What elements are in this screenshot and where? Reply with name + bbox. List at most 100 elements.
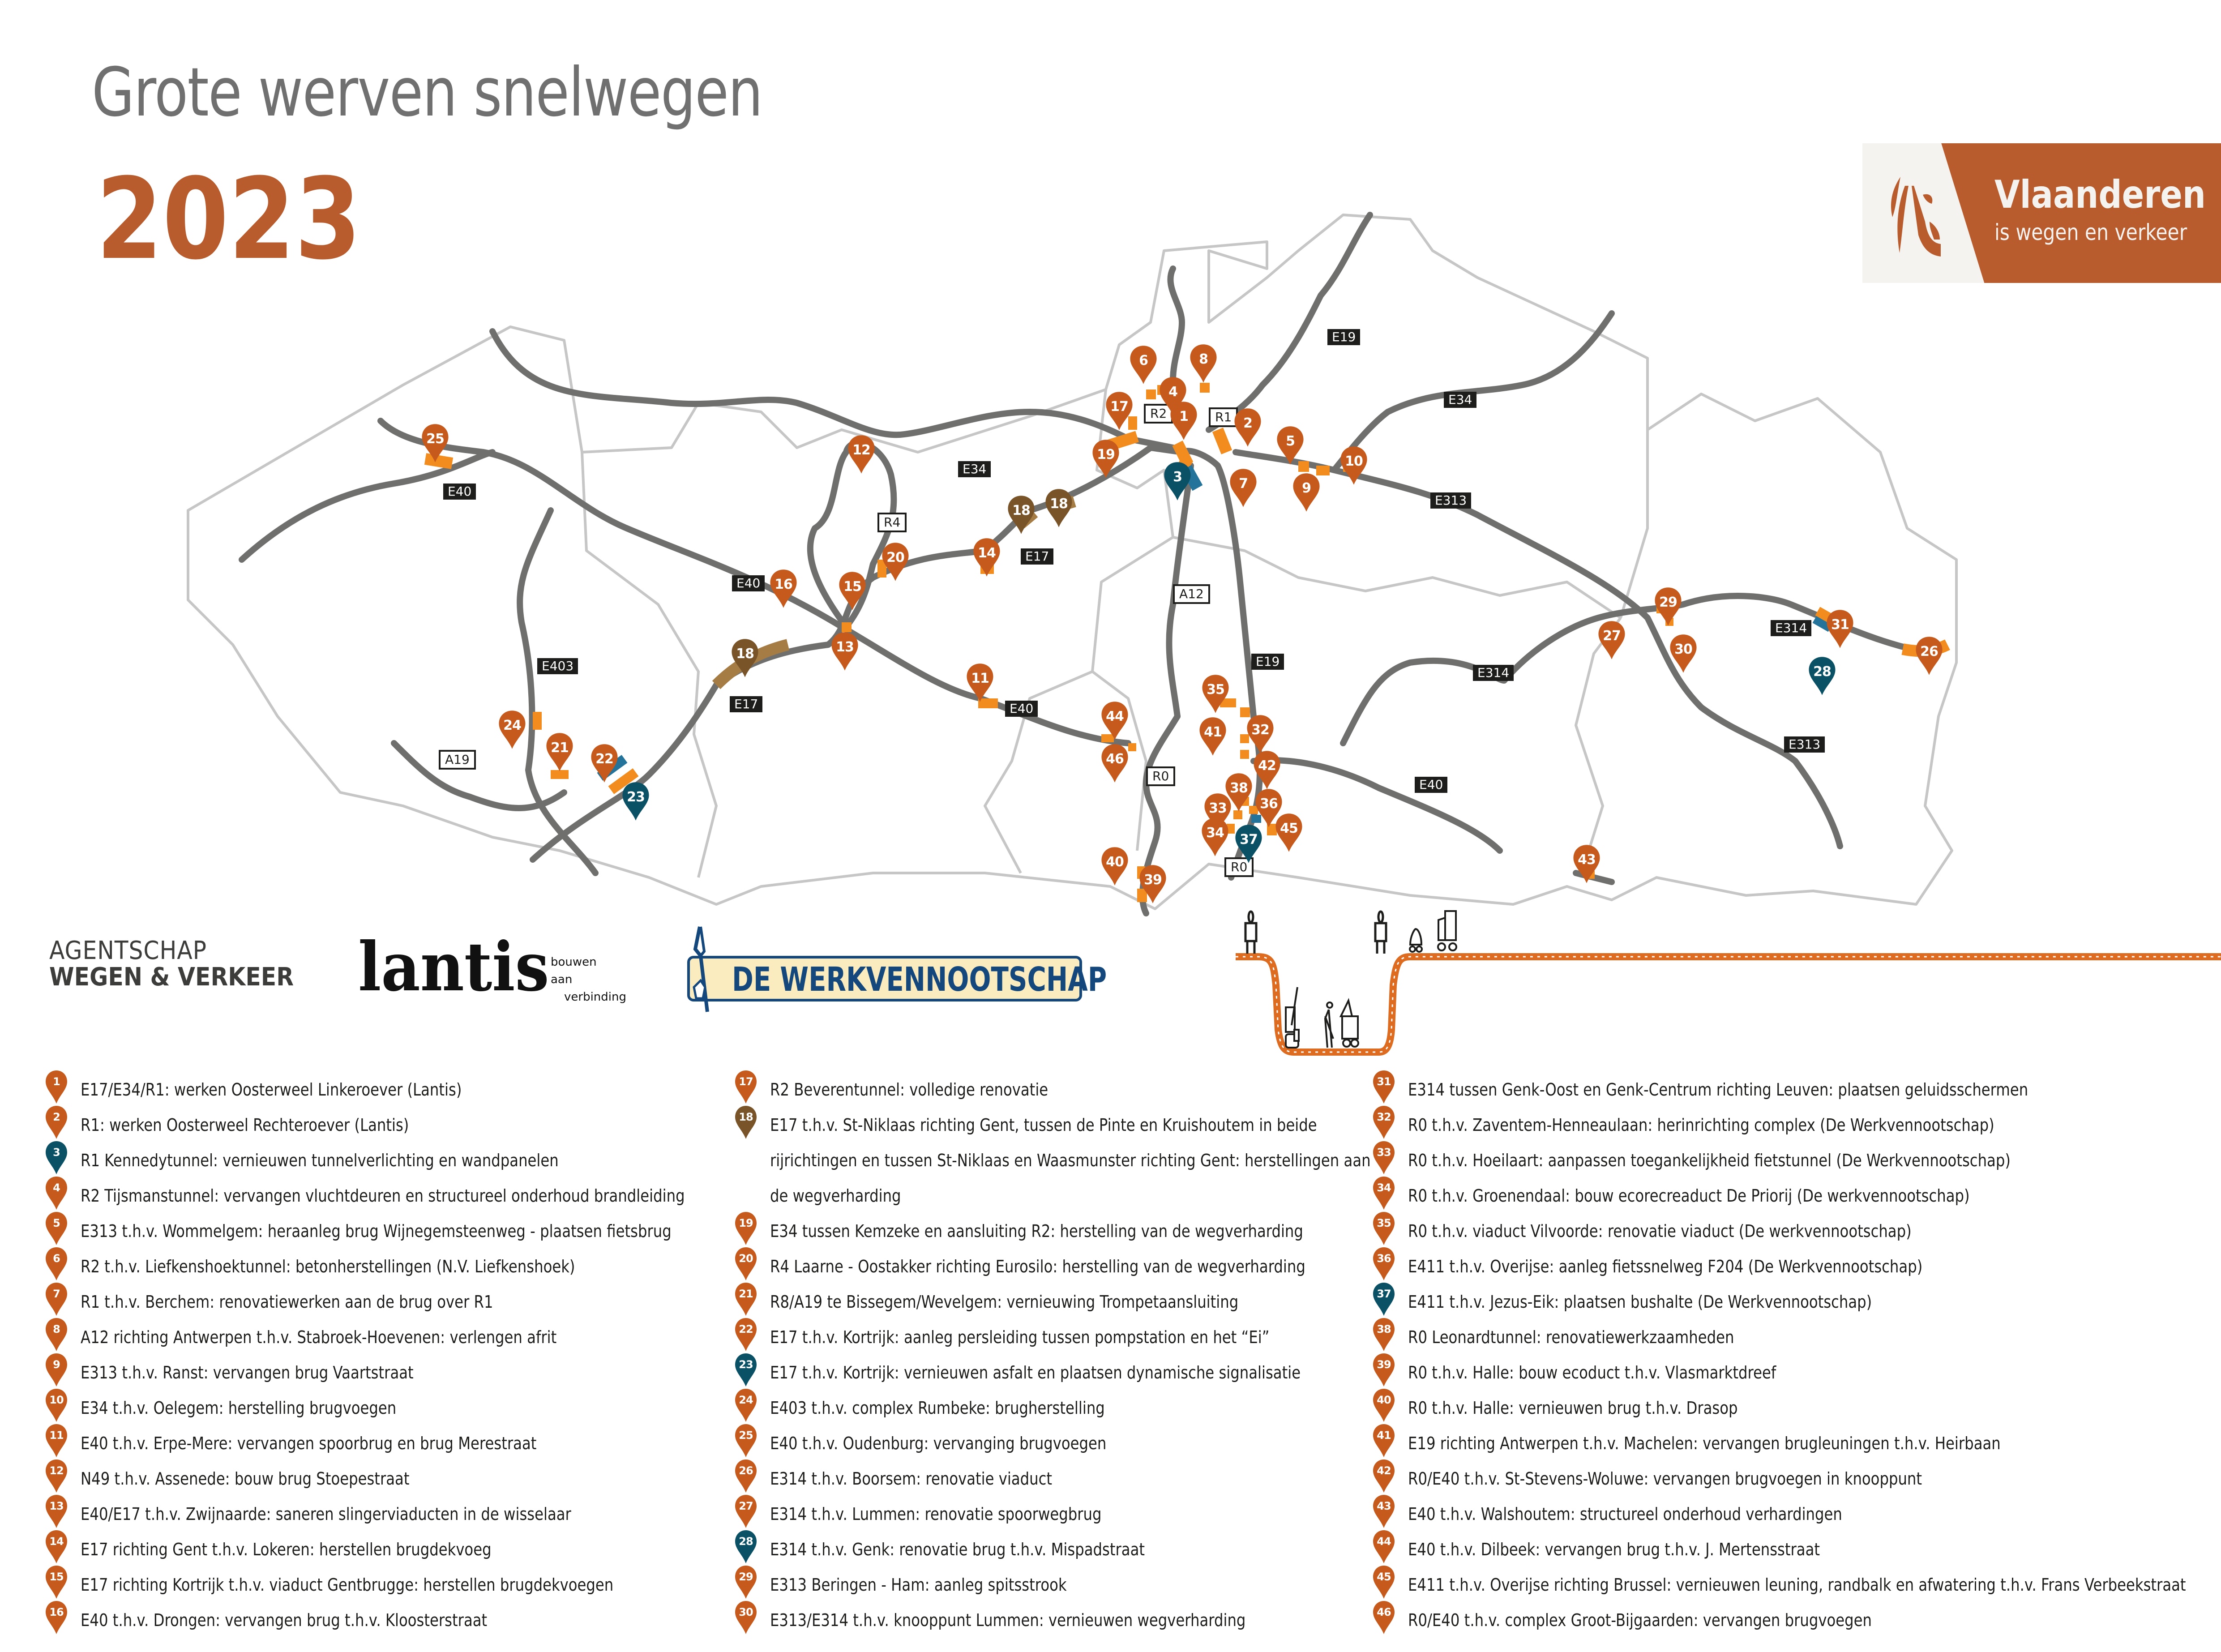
map-marker-39[interactable]: 39 — [1138, 864, 1167, 904]
map-marker-4[interactable]: 4 — [1159, 376, 1187, 416]
marker-number: 42 — [1258, 758, 1276, 774]
map-marker-41[interactable]: 41 — [1198, 716, 1227, 757]
map-pin-icon — [1373, 1495, 1395, 1528]
legend-description: E313 t.h.v. Ranst: vervangen brug Vaarts… — [81, 1363, 414, 1382]
map-pin-icon — [46, 1106, 67, 1139]
map-marker-23[interactable]: 23 — [621, 781, 650, 822]
awv-line1: AGENTSCHAP — [49, 936, 207, 965]
map-marker-26[interactable]: 26 — [1915, 636, 1943, 676]
map-marker-12[interactable]: 12 — [847, 434, 876, 475]
map-marker-36[interactable]: 36 — [1254, 788, 1283, 828]
legend-pin: 15 — [45, 1565, 68, 1600]
road-worker-icon — [1324, 1001, 1334, 1048]
map-marker-15[interactable]: 15 — [838, 571, 867, 611]
legend-number: 46 — [1377, 1606, 1391, 1618]
map-marker-6[interactable]: 6 — [1129, 345, 1158, 385]
legend-number: 15 — [49, 1571, 64, 1583]
legend-number: 43 — [1377, 1500, 1391, 1512]
map-marker-19[interactable]: 19 — [1091, 439, 1120, 479]
brand-tagline: is wegen en verkeer — [1994, 219, 2187, 245]
map-marker-1[interactable]: 1 — [1169, 401, 1198, 441]
map-pin-icon — [732, 639, 758, 677]
legend-description: E17 t.h.v. Kortrijk: aanleg persleiding … — [770, 1327, 1270, 1347]
map-marker-10[interactable]: 10 — [1339, 445, 1368, 486]
marker-number: 37 — [1240, 832, 1258, 847]
legend-item-25: 25 E40 t.h.v. Oudenburg: vervanging brugv… — [734, 1424, 1495, 1461]
legend-description: R1 Kennedytunnel: vernieuwen tunnelverli… — [81, 1151, 559, 1170]
map-marker-30[interactable]: 30 — [1669, 633, 1698, 674]
map-marker-31[interactable]: 31 — [1826, 609, 1854, 649]
map-marker-27[interactable]: 27 — [1597, 620, 1626, 660]
marker-number: 45 — [1280, 821, 1298, 836]
legend-pin: 31 — [1372, 1070, 1395, 1104]
map-marker-42[interactable]: 42 — [1253, 750, 1281, 790]
marker-number: 40 — [1106, 854, 1124, 870]
legend-number: 25 — [739, 1429, 753, 1442]
map-marker-17[interactable]: 17 — [1105, 391, 1134, 431]
map-marker-28[interactable]: 28 — [1808, 656, 1836, 696]
legend-description: E40 t.h.v. Drongen: vervangen brug t.h.v… — [81, 1610, 488, 1630]
map-marker-37[interactable]: 37 — [1234, 824, 1263, 864]
map-marker-33[interactable]: 33 — [1203, 792, 1232, 833]
map-pin-icon — [1277, 426, 1304, 465]
marker-number: 43 — [1578, 852, 1596, 868]
map-pin-icon — [1373, 1424, 1395, 1457]
map-marker-13[interactable]: 13 — [830, 631, 859, 672]
map-marker-34[interactable]: 34 — [1201, 817, 1229, 857]
map-marker-7[interactable]: 7 — [1229, 468, 1258, 508]
marker-number: 24 — [503, 718, 522, 733]
map-marker-3[interactable]: 3 — [1163, 461, 1192, 501]
map-marker-20[interactable]: 20 — [881, 542, 910, 582]
map-marker-9[interactable]: 9 — [1292, 472, 1321, 513]
legend-description: R4 Laarne - Oostakker richting Eurosilo:… — [770, 1257, 1305, 1276]
map-pin-icon — [1254, 751, 1280, 789]
map-marker-45[interactable]: 45 — [1275, 813, 1303, 853]
legend-pin: 39 — [1372, 1352, 1395, 1387]
map-marker-14[interactable]: 14 — [972, 537, 1001, 578]
map-marker-32[interactable]: 32 — [1246, 714, 1275, 754]
marker-number: 8 — [1199, 351, 1208, 367]
map-marker-25[interactable]: 25 — [421, 423, 449, 463]
map-pin-icon — [1101, 847, 1128, 886]
map-marker-24[interactable]: 24 — [498, 710, 526, 750]
map-pin-icon — [1373, 1177, 1395, 1210]
map-pin-icon — [1045, 489, 1072, 527]
map-marker-38[interactable]: 38 — [1224, 772, 1253, 813]
map-marker-44[interactable]: 44 — [1100, 701, 1129, 741]
map-marker-11[interactable]: 11 — [966, 663, 994, 703]
map-marker-8[interactable]: 8 — [1189, 343, 1218, 384]
legend-pin: 35 — [1372, 1211, 1395, 1246]
legend-description: E314 tussen Genk-Oost en Genk-Centrum ri… — [1408, 1080, 2028, 1100]
legend-number: 3 — [53, 1146, 60, 1159]
map-pin-icon — [46, 1459, 67, 1493]
map-marker-5[interactable]: 5 — [1276, 425, 1305, 466]
legend-number: 31 — [1377, 1075, 1391, 1088]
map-marker-29[interactable]: 29 — [1654, 586, 1682, 627]
map-marker-35[interactable]: 35 — [1201, 674, 1230, 714]
map-marker-18[interactable]: 18 — [731, 638, 759, 678]
legend-description: R2 t.h.v. Liefkenshoektunnel: betonherst… — [81, 1257, 575, 1276]
legend-number: 26 — [739, 1464, 753, 1477]
map-pin-icon — [735, 1424, 757, 1457]
map-marker-40[interactable]: 40 — [1100, 846, 1129, 886]
map-marker-2[interactable]: 2 — [1233, 407, 1262, 448]
legend-pin: 46 — [1372, 1600, 1395, 1635]
marker-number: 11 — [971, 671, 989, 686]
map-marker-46[interactable]: 46 — [1100, 743, 1129, 783]
map-marker-18[interactable]: 18 — [1007, 495, 1036, 535]
map-marker-22[interactable]: 22 — [590, 743, 619, 783]
road-label-e19: E19 — [1251, 654, 1284, 670]
legend-description: E40 t.h.v. Oudenburg: vervanging brugvoe… — [770, 1434, 1107, 1453]
map-pin-icon — [591, 744, 618, 783]
map-marker-21[interactable]: 21 — [545, 732, 574, 772]
map-marker-18[interactable]: 18 — [1044, 488, 1073, 528]
map-marker-16[interactable]: 16 — [769, 569, 798, 609]
map-marker-43[interactable]: 43 — [1572, 844, 1601, 884]
legend-pin: 14 — [45, 1529, 68, 1564]
